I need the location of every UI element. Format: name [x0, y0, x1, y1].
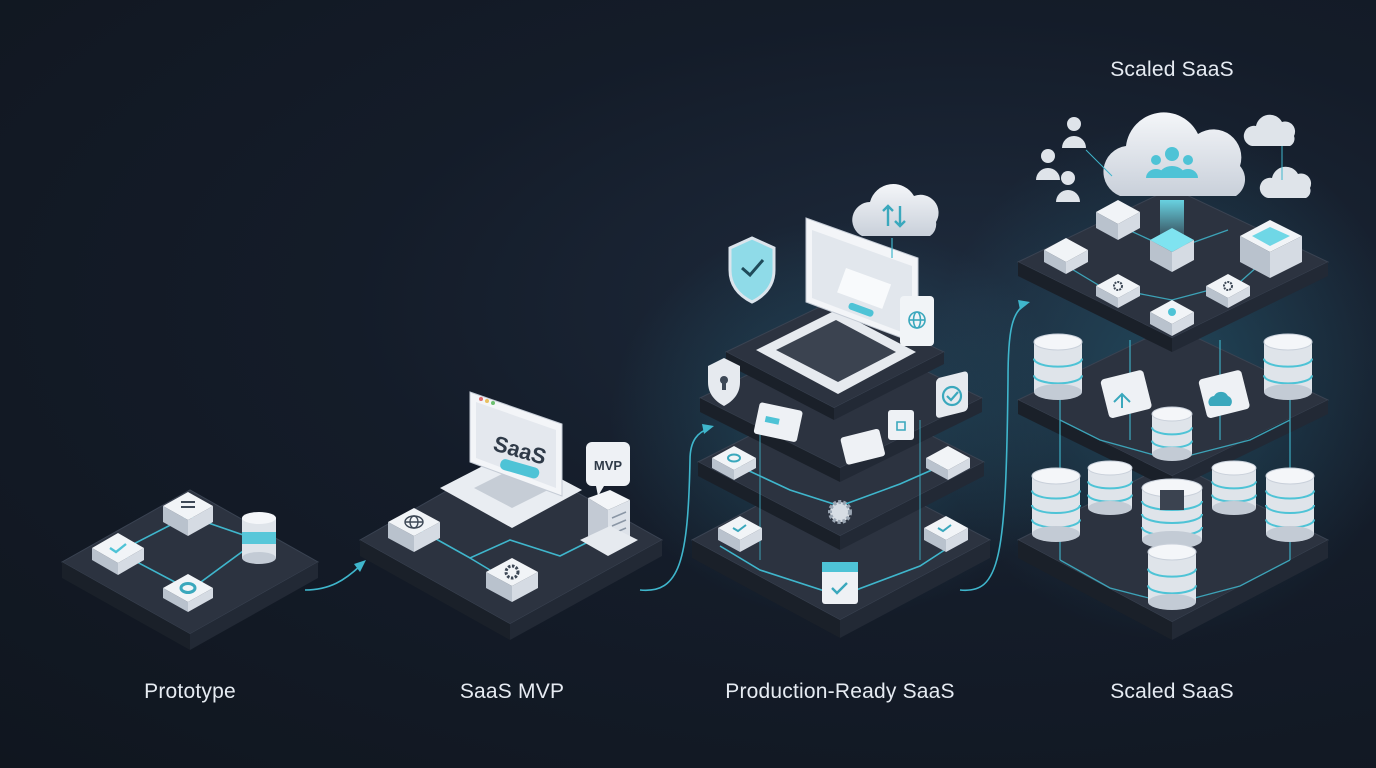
- top-label-scaled-saas: Scaled SaaS: [1110, 58, 1234, 81]
- arrow-production-to-scaled: [959, 303, 1027, 592]
- prototype-circle-module: [163, 574, 213, 612]
- stage-scaled-saas: [1016, 112, 1330, 640]
- database-icon: [1031, 467, 1081, 542]
- prototype-database-module: [242, 512, 276, 564]
- shield-icon: [728, 236, 776, 304]
- mvp-laptop: SaaS: [440, 391, 582, 528]
- production-shield: [728, 236, 776, 304]
- label-saas-mvp: SaaS MVP: [459, 680, 565, 703]
- gear-icon: [1223, 281, 1233, 291]
- mvp-connectors: [419, 529, 601, 559]
- stage-production-ready: [690, 184, 992, 638]
- database-icon: [1265, 467, 1315, 542]
- gear-icon: [828, 500, 852, 524]
- label-production-ready-saas: Production-Ready SaaS: [725, 680, 955, 703]
- production-cloud: [852, 184, 939, 258]
- label-scaled-saas: Scaled SaaS: [1110, 680, 1234, 703]
- database-icon: [1211, 460, 1257, 515]
- production-lock-shield: [708, 358, 740, 406]
- prototype-menu-module: [163, 492, 213, 536]
- cloud-icon: [1243, 114, 1296, 146]
- stage-prototype: [60, 489, 320, 650]
- check-icon: [937, 524, 952, 533]
- scaled-middle-databases: [1033, 333, 1313, 461]
- globe-icon: [908, 311, 926, 329]
- circle-icon: [727, 453, 741, 463]
- upload-icon: [882, 204, 906, 228]
- gear-icon: [1113, 281, 1123, 291]
- production-bottom-modules: [718, 516, 968, 604]
- check-icon: [831, 582, 848, 595]
- production-check-badge: [936, 371, 968, 418]
- upload-icon: [1113, 392, 1131, 408]
- database-icon: [1147, 543, 1197, 610]
- label-prototype: Prototype: [144, 680, 236, 703]
- scaled-middle-modules: [1100, 370, 1250, 418]
- arrow-prototype-to-mvp: [304, 565, 361, 591]
- database-icon: [1087, 460, 1133, 515]
- database-icon: [1141, 478, 1203, 549]
- database-icon: [1263, 333, 1313, 400]
- mvp-gear-module: [486, 558, 538, 602]
- production-laptop: [756, 217, 934, 394]
- scaled-bottom-databases: [1031, 460, 1315, 610]
- laptop-icon: [476, 402, 556, 488]
- cloud-icon: [1259, 166, 1312, 198]
- database-icon: [1033, 333, 1083, 400]
- check-icon: [946, 391, 959, 402]
- mvp-globe-module: [388, 508, 440, 552]
- users-icon: [1146, 147, 1198, 178]
- check-icon: [109, 543, 127, 554]
- production-card-modules: [753, 402, 914, 465]
- scaled-users: [1036, 117, 1113, 202]
- menu-icon: [181, 501, 195, 508]
- lock-icon: [896, 421, 906, 431]
- cloud-icon: [852, 184, 939, 236]
- arrow-mvp-to-production: [639, 427, 711, 592]
- mvp-bubble-text: MVP: [594, 458, 623, 473]
- users-icon: [1036, 117, 1086, 202]
- circle-icon: [179, 582, 197, 594]
- database-icon: [242, 532, 276, 544]
- check-icon: [732, 524, 747, 533]
- database-icon: [1151, 406, 1193, 461]
- scaled-top-modules: [1044, 200, 1302, 336]
- stage-saas-mvp: SaaS MVP: [358, 391, 664, 640]
- mvp-server-module: [580, 490, 638, 556]
- gear-icon: [504, 564, 520, 580]
- cloud-icon: [1208, 391, 1232, 406]
- prototype-check-module: [92, 533, 144, 575]
- production-middle-modules: [712, 446, 970, 524]
- globe-icon: [404, 515, 424, 529]
- mvp-bubble: MVP: [586, 442, 630, 496]
